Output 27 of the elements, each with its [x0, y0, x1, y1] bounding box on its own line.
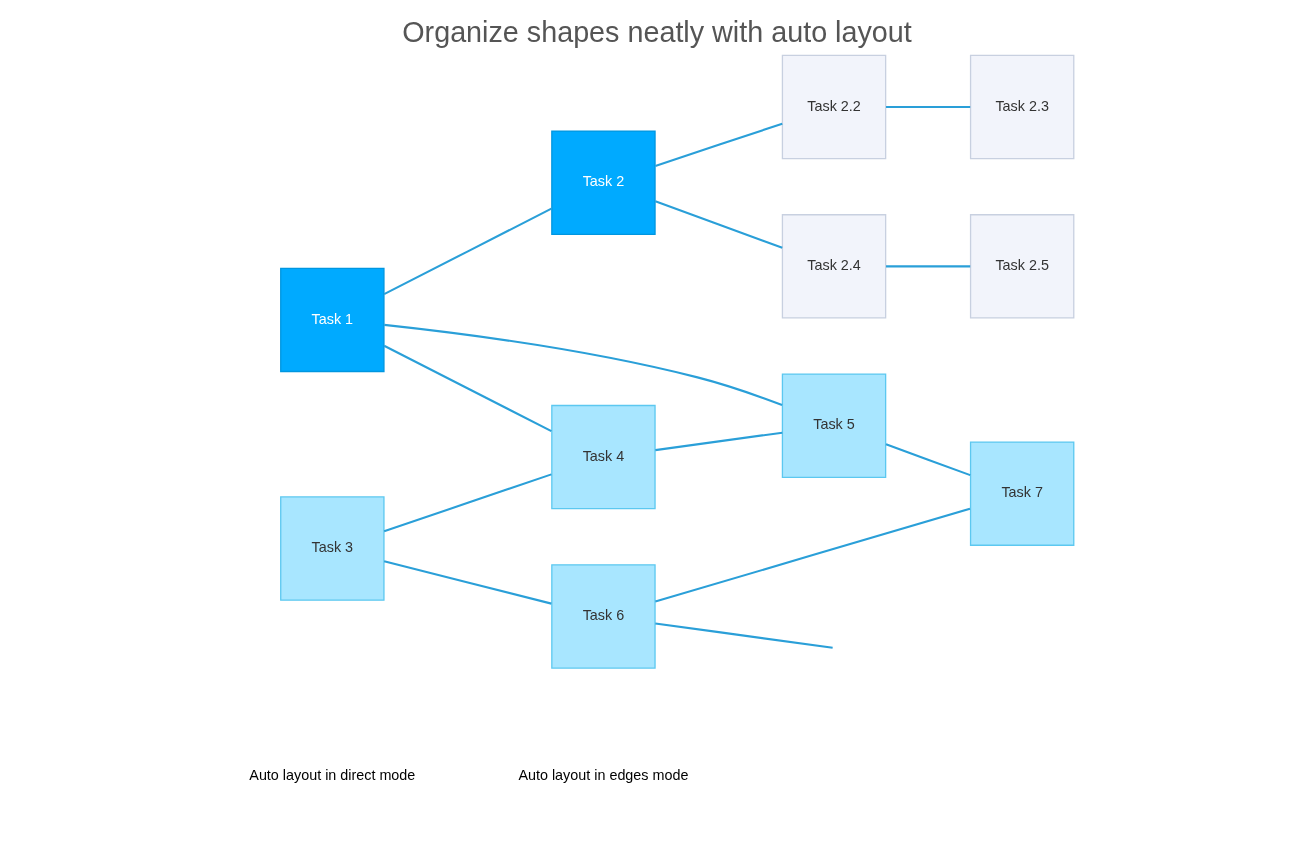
node-box: Task 3: [279, 496, 385, 601]
node-box: Task 4: [550, 404, 656, 510]
connector: [885, 443, 971, 477]
label: Auto layout in direct mode: [248, 766, 415, 783]
node-box: Task 2.5: [969, 214, 1074, 319]
node-box: Task 2.2: [781, 54, 886, 160]
connector: [654, 622, 833, 649]
connector: [654, 431, 782, 452]
diagram-title: Organize shapes neatly with auto layout: [401, 15, 912, 48]
connector: [885, 105, 970, 108]
connector: [383, 560, 552, 605]
connector: [383, 473, 552, 533]
node-box: Task 6: [550, 564, 656, 669]
connector: [383, 344, 552, 433]
connector: [383, 323, 782, 407]
connector: [654, 507, 970, 603]
connector: [383, 207, 552, 296]
connector: [885, 265, 970, 268]
node-box: Task 2.4: [781, 214, 886, 319]
node-box: Task 7: [969, 441, 1074, 546]
label: Auto layout in edges mode: [517, 766, 688, 783]
node-box: Task 2.3: [969, 54, 1074, 160]
connector: [654, 122, 783, 167]
connector: [654, 200, 783, 249]
node-box: Task 2: [550, 130, 656, 235]
node-box: Task 5: [781, 373, 886, 478]
node-box: Task 1: [279, 267, 385, 373]
